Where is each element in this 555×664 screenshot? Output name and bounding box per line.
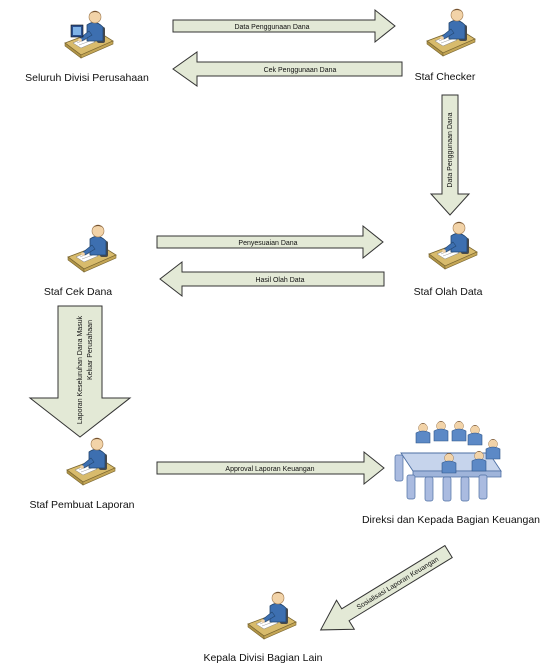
arrow-label-data-penggunaan-dana: Data Penggunaan Dana	[234, 24, 309, 31]
arrow-data-penggunaan-dana-down: Data Penggunaan Dana	[429, 94, 471, 216]
arrow-label-approval: Approval Laporan Keuangan	[225, 466, 314, 473]
node-label-staf-olah-data: Staf Olah Data	[414, 286, 483, 298]
node-kepala-divisi: Kepala Divisi Bagian Lain	[203, 591, 323, 664]
node-label-staf-pembuat-laporan: Staf Pembuat Laporan	[29, 499, 134, 511]
node-seluruh-divisi: Seluruh Divisi Perusahaan	[25, 10, 149, 84]
person-at-desk-icon	[66, 437, 116, 486]
node-label-staf-checker: Staf Checker	[415, 71, 476, 83]
arrow-data-penggunaan-dana: Data Penggunaan Dana	[172, 8, 396, 44]
arrow-label-cek-penggunaan-dana: Cek Penggunaan Dana	[264, 67, 337, 74]
meeting-table-icon	[394, 420, 502, 502]
arrow-label-penyesuaian-dana: Penyesuaian Dana	[238, 240, 297, 247]
node-label-seluruh-divisi: Seluruh Divisi Perusahaan	[25, 72, 149, 84]
person-at-desk-icon	[426, 8, 476, 57]
node-label-kepala-divisi: Kepala Divisi Bagian Lain	[203, 652, 322, 664]
arrow-label-data-penggunaan-dana-down: Data Penggunaan Dana	[447, 112, 454, 187]
node-staf-olah-data: Staf Olah Data	[414, 221, 483, 298]
arrow-label-hasil-olah-data: Hasil Olah Data	[255, 277, 304, 284]
arrow-laporan-keseluruhan: Laporan Keseluruhan Dana Masuk Keluar Pe…	[28, 305, 132, 438]
person-at-desk-icon	[67, 224, 117, 273]
node-staf-cek-dana: Staf Cek Dana	[44, 224, 117, 298]
person-at-desk-icon	[64, 10, 114, 59]
node-staf-pembuat-laporan: Staf Pembuat Laporan	[29, 437, 135, 511]
arrow-penyesuaian-dana: Penyesuaian Dana	[156, 224, 384, 260]
arrow-label-sosialisasi: Sosialisasi Laporan Keuangan	[356, 556, 440, 611]
arrow-label-laporan-line1: Laporan Keseluruhan Dana Masuk	[77, 315, 84, 424]
person-at-desk-icon	[247, 591, 297, 640]
person-at-desk-icon	[428, 221, 478, 270]
node-staf-checker: Staf Checker	[415, 8, 476, 83]
arrow-hasil-olah-data: Hasil Olah Data	[159, 260, 385, 298]
arrow-approval: Approval Laporan Keuangan	[156, 450, 385, 486]
node-label-direksi: Direksi dan Kepada Bagian Keuangan	[362, 514, 540, 526]
node-direksi: Direksi dan Kepada Bagian Keuangan	[362, 420, 540, 526]
node-label-staf-cek-dana: Staf Cek Dana	[44, 286, 112, 298]
arrow-label-laporan-line2: Keluar Perusahaan	[87, 320, 94, 380]
arrow-sosialisasi: Sosialisasi Laporan Keuangan	[319, 544, 453, 631]
arrow-cek-penggunaan-dana: Cek Penggunaan Dana	[172, 51, 403, 87]
